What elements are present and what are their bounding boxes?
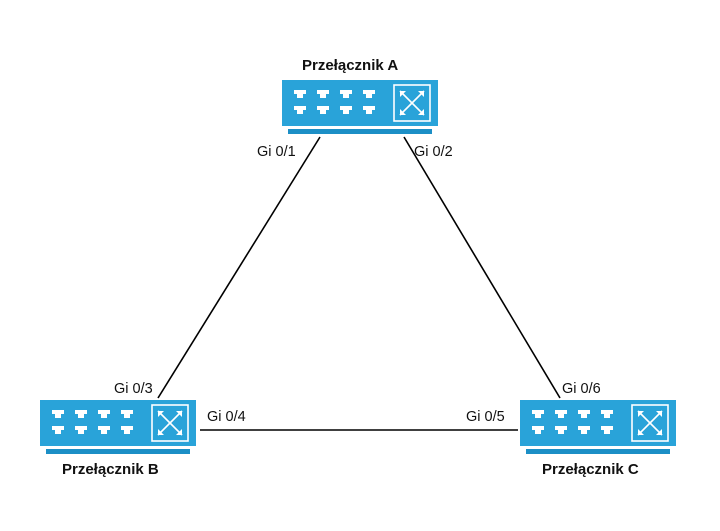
network-switch-icon (520, 400, 676, 454)
port-label-c-a: Gi 0/6 (562, 381, 601, 397)
ethernet-port-icon (578, 410, 590, 418)
switches-layer (40, 80, 676, 454)
link-a-c (403, 136, 561, 399)
network-switch-icon (40, 400, 196, 454)
port-label-c-b: Gi 0/5 (466, 409, 505, 425)
ethernet-port-icon (75, 426, 87, 434)
ethernet-port-icon (52, 426, 64, 434)
ethernet-port-icon (317, 90, 329, 98)
ethernet-port-icon (555, 410, 567, 418)
ethernet-port-icon (340, 106, 352, 114)
ethernet-port-icon (340, 90, 352, 98)
crossed-arrows-icon (393, 84, 431, 122)
crossed-arrows-icon (151, 404, 189, 442)
ethernet-port-icon (532, 410, 544, 418)
ethernet-port-icon (601, 426, 613, 434)
ethernet-port-icon (363, 106, 375, 114)
ethernet-port-icon (121, 410, 133, 418)
port-label-b-a: Gi 0/3 (114, 381, 153, 397)
crossed-arrows-icon (631, 404, 669, 442)
link-a-b (157, 136, 321, 399)
ethernet-port-icon (121, 426, 133, 434)
switch-c-name: Przełącznik C (542, 461, 639, 478)
links-layer (157, 136, 561, 431)
ethernet-port-icon (601, 410, 613, 418)
ethernet-port-icon (294, 106, 306, 114)
switch-a-name: Przełącznik A (302, 57, 399, 74)
ethernet-port-icon (52, 410, 64, 418)
ethernet-port-icon (555, 426, 567, 434)
ethernet-port-icon (75, 410, 87, 418)
switch-b-name: Przełącznik B (62, 461, 159, 478)
port-label-b-c: Gi 0/4 (207, 409, 246, 425)
network-switch-icon (282, 80, 438, 134)
ethernet-port-icon (294, 90, 306, 98)
port-label-a-b: Gi 0/1 (257, 144, 296, 160)
ethernet-port-icon (532, 426, 544, 434)
ethernet-port-icon (98, 426, 110, 434)
ethernet-port-icon (98, 410, 110, 418)
ethernet-port-icon (317, 106, 329, 114)
port-label-a-c: Gi 0/2 (414, 144, 453, 160)
ethernet-port-icon (363, 90, 375, 98)
ethernet-port-icon (578, 426, 590, 434)
